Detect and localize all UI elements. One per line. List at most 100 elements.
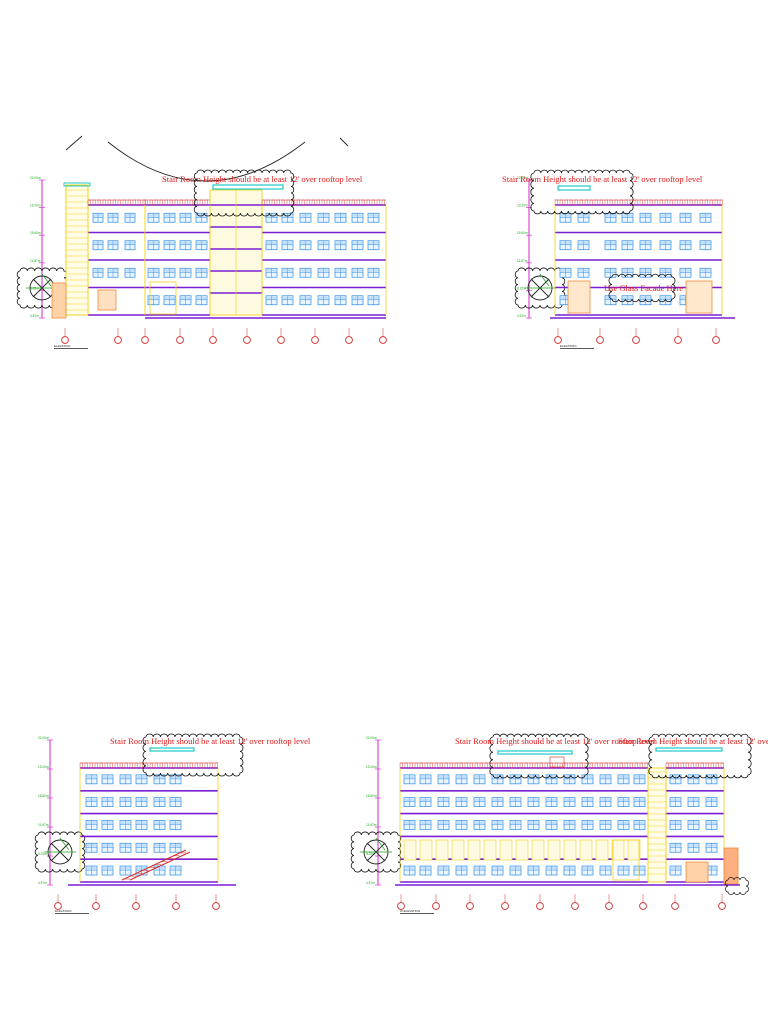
window [169, 820, 182, 830]
grid-bubble [596, 336, 604, 344]
window-pane [588, 867, 592, 870]
window [135, 774, 148, 785]
window-pane [694, 821, 698, 824]
window-pane [130, 214, 134, 217]
window [599, 774, 612, 785]
grid-bubble [718, 902, 726, 910]
window [169, 797, 182, 807]
compass-axis [59, 837, 70, 851]
window-pane [611, 269, 615, 272]
window [527, 865, 540, 876]
window-pane [121, 867, 125, 870]
drawing-title-text: ELEVATION [54, 344, 70, 348]
grid-bubble [605, 902, 613, 910]
window [265, 267, 278, 278]
window-pane [694, 798, 698, 802]
grid-bubble [311, 336, 319, 344]
window-pane [641, 241, 645, 245]
level-label: 8.22m [30, 286, 39, 290]
window [317, 295, 330, 306]
revision-cloud [725, 877, 749, 895]
grid-bubble [176, 336, 184, 344]
window-pane [579, 269, 583, 272]
window-pane [87, 775, 91, 779]
window-pane [457, 821, 461, 824]
window-pane [369, 296, 373, 300]
drawing-title: ELEVATION [560, 344, 594, 349]
glazing-panel [435, 839, 449, 861]
window-pane [552, 775, 556, 779]
window-pane [623, 241, 627, 245]
drawing-title-text: ELEVATION [55, 909, 71, 913]
window-pane [686, 214, 690, 217]
window-pane [707, 867, 711, 870]
window-pane [583, 798, 587, 802]
window-pane [142, 775, 146, 779]
window-pane [306, 296, 310, 300]
window [509, 820, 522, 830]
window [169, 842, 182, 853]
window [581, 820, 594, 830]
window-pane [611, 296, 615, 300]
revision-cloud [489, 733, 589, 779]
drawing-title: ELEVATION [54, 344, 88, 349]
window [455, 797, 468, 807]
window-pane [154, 296, 158, 300]
window [617, 774, 630, 785]
window-pane [410, 821, 414, 824]
window [473, 774, 486, 785]
window [107, 267, 119, 278]
revision-cloud [193, 169, 295, 217]
window-pane [92, 821, 96, 824]
elevation-bottom-right: 22.00m19.20m15.60m11.87m8.22m4.57mStair … [350, 733, 768, 914]
window-pane [601, 821, 605, 824]
window [119, 774, 132, 785]
window [107, 212, 119, 223]
window-pane [689, 775, 693, 779]
window-pane [635, 821, 639, 824]
window [437, 774, 450, 785]
window [119, 842, 132, 853]
window-pane [374, 241, 378, 245]
window-pane [149, 241, 153, 245]
stair-stringer [129, 851, 191, 881]
window-pane [565, 867, 569, 870]
window-pane [197, 241, 201, 245]
window [633, 865, 646, 876]
level-label: 4.57m [366, 881, 375, 885]
window-pane [671, 821, 675, 824]
window-pane [628, 269, 632, 272]
window-pane [516, 867, 520, 870]
window-pane [197, 296, 201, 300]
window-pane [480, 775, 484, 779]
window [367, 240, 380, 251]
grid-bubble [536, 902, 544, 910]
window [705, 865, 718, 876]
grid-bubbles [61, 328, 387, 344]
window [135, 842, 148, 853]
window-pane [353, 241, 357, 245]
window [153, 797, 166, 807]
window-pane [319, 241, 323, 245]
stair-tower [51, 182, 91, 319]
window [599, 820, 612, 830]
window [147, 212, 160, 223]
window-pane [324, 269, 328, 272]
window-pane [640, 798, 644, 802]
window [147, 240, 160, 251]
central-bay [209, 184, 284, 316]
window-pane [462, 821, 466, 824]
window [124, 267, 136, 278]
window-pane [635, 775, 639, 779]
window [419, 797, 432, 807]
window [669, 797, 682, 807]
window-pane [561, 296, 565, 300]
stair-room-roof [212, 184, 284, 190]
glazing-panel [451, 839, 465, 861]
window-pane [511, 821, 515, 824]
window-pane [421, 867, 425, 870]
window-pane [707, 798, 711, 802]
window-pane [570, 798, 574, 802]
window-pane [583, 775, 587, 779]
window-pane [170, 214, 174, 217]
